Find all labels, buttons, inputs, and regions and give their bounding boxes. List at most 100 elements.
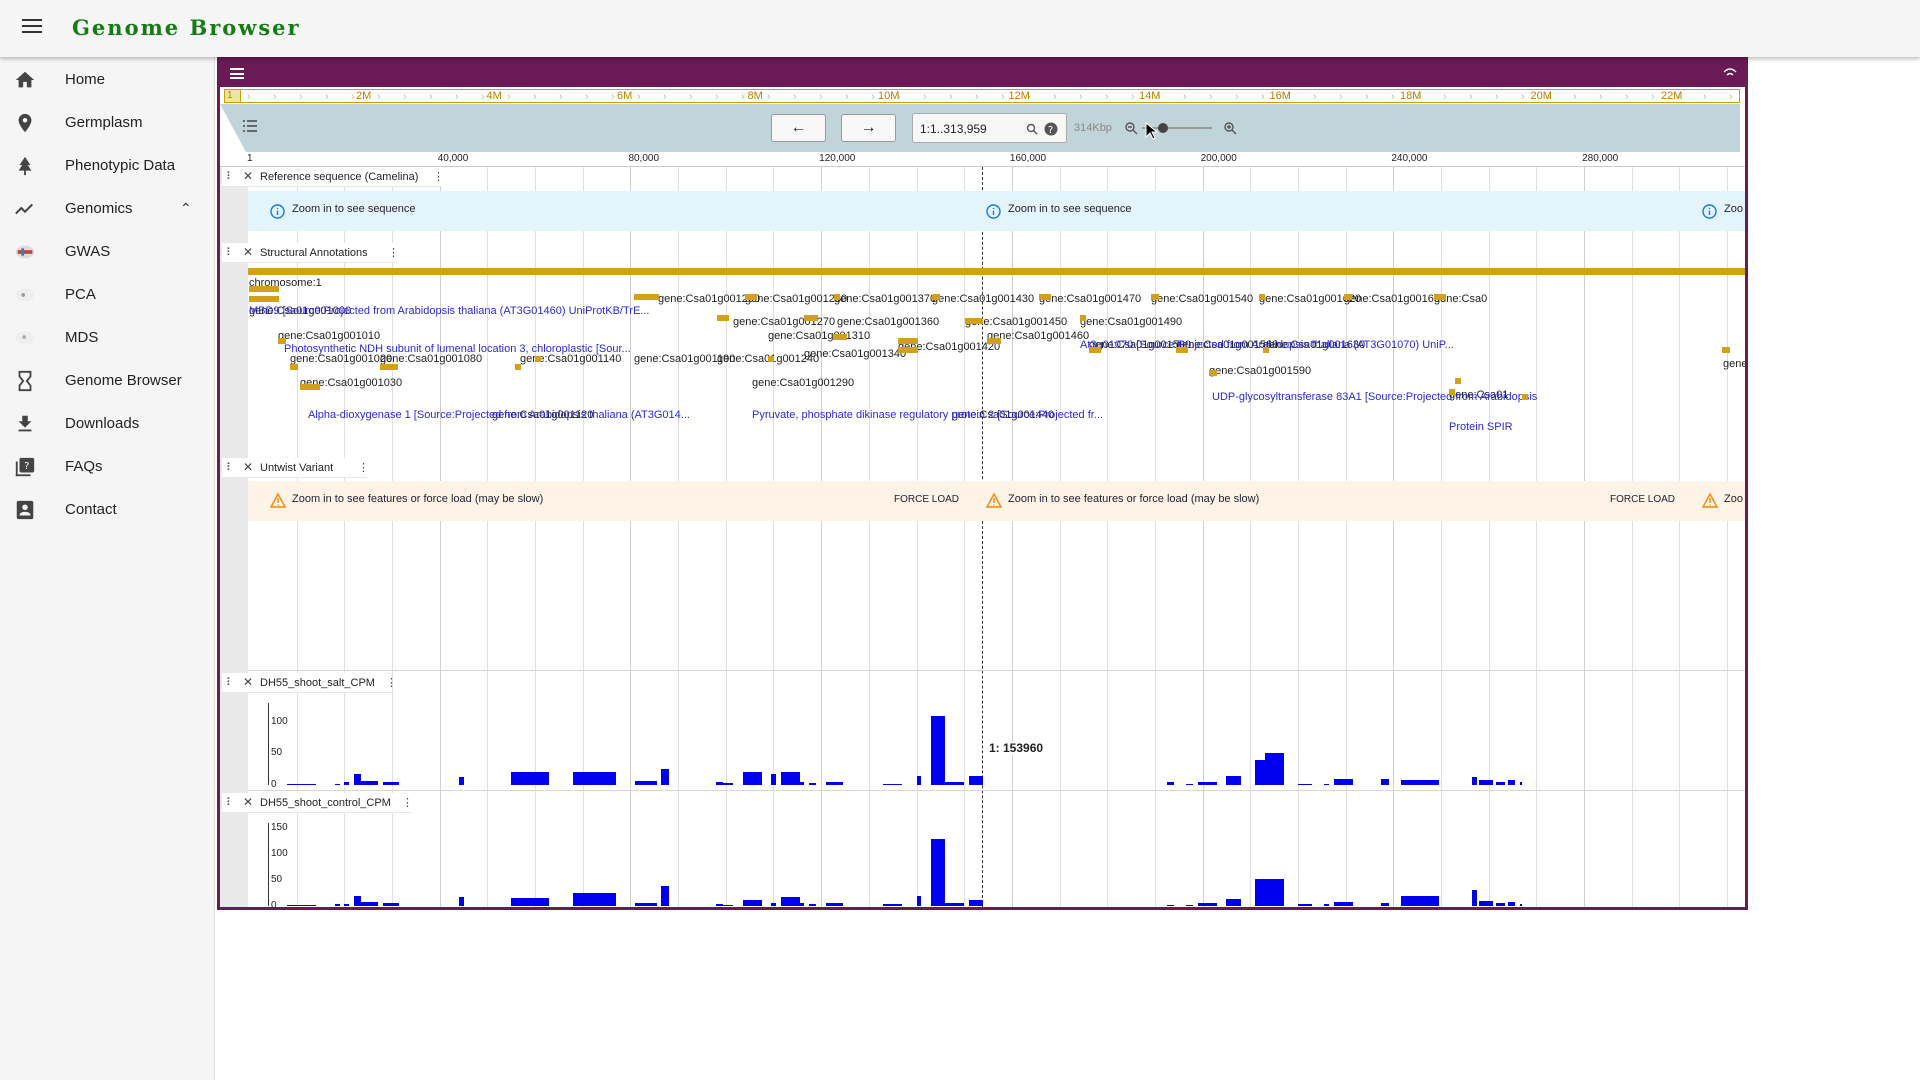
gene-label[interactable]: gene:Csa01g001140	[520, 353, 622, 365]
force-load-button[interactable]: FORCE LOAD	[894, 494, 960, 505]
gene-glyph[interactable]	[1455, 378, 1461, 384]
gene-label[interactable]: gene:Csa01g001290	[752, 377, 855, 389]
track-menu-icon[interactable]: ⋮	[386, 677, 397, 689]
close-track-icon[interactable]: ✕	[243, 795, 254, 809]
gene-glyph[interactable]	[278, 338, 286, 344]
gene-glyph[interactable]	[987, 338, 1001, 344]
gene-label[interactable]: gene:Csa01g001010	[278, 330, 381, 342]
zoom-slider-thumb[interactable]	[1158, 123, 1168, 133]
gene-label[interactable]: gene:Csa01g001360	[837, 316, 940, 328]
gene-label[interactable]: gene:Csa01g001470	[1039, 293, 1142, 305]
gene-label[interactable]: gene:Csa01g001340	[804, 348, 907, 360]
view-menu-icon[interactable]	[230, 68, 244, 79]
gene-glyph[interactable]	[380, 364, 398, 370]
gene-glyph[interactable]	[1722, 347, 1730, 353]
gene-glyph[interactable]	[515, 364, 521, 370]
search-icon[interactable]	[1026, 123, 1038, 135]
drag-handle-icon[interactable]	[1722, 66, 1738, 82]
gene-label[interactable]: gene:Csa01g001440	[952, 409, 1055, 421]
gene-glyph[interactable]	[1176, 347, 1188, 353]
scroll-back-button[interactable]: ←	[771, 114, 826, 142]
track-menu-icon[interactable]: ⋮	[433, 171, 444, 183]
zoom-slider[interactable]	[1142, 123, 1212, 133]
track-menu-icon[interactable]: ⋮	[358, 462, 369, 474]
gene-label[interactable]: gene:Csa01g001430	[932, 293, 1035, 305]
sidebar-item-home[interactable]: Home	[0, 58, 215, 101]
sidebar-item-faqs[interactable]: ? FAQs	[0, 445, 215, 488]
gene-label[interactable]: gene:Csa01g001460	[987, 330, 1090, 342]
chromosome-feature[interactable]	[248, 268, 1745, 275]
gene-glyph[interactable]	[834, 294, 840, 300]
gene-glyph[interactable]	[1080, 315, 1086, 321]
drag-handle-icon[interactable]: ⠇	[226, 247, 235, 259]
gene-glyph[interactable]	[717, 315, 729, 321]
gene-label[interactable]: gene:Csa01g001120	[492, 409, 594, 421]
gene-glyph[interactable]	[1259, 294, 1265, 300]
gene-label[interactable]: gene:Csa01g001540	[1151, 293, 1254, 305]
sidebar-item-pca[interactable]: PCA	[0, 273, 215, 316]
sidebar-item-gwas[interactable]: GWAS	[0, 230, 215, 273]
sidebar-item-genomics[interactable]: Genomics ⌃	[0, 187, 215, 230]
drag-handle-icon[interactable]: ⠇	[226, 677, 235, 689]
gene-description[interactable]: Alpha-dioxygenase 1 [Source:Projected fr…	[308, 409, 690, 421]
location-search-input[interactable]: 1:1..313,959 ?	[912, 113, 1067, 143]
gene-glyph[interactable]	[932, 294, 940, 300]
gene-glyph[interactable]	[745, 294, 757, 300]
gene-label[interactable]: gene:Csa01g001030	[300, 377, 403, 389]
gene-label[interactable]: gene:Csa01	[1449, 389, 1509, 401]
gene-label[interactable]: gene:Csa01g001560	[1176, 339, 1279, 351]
gene-glyph[interactable]	[804, 315, 818, 321]
gene-label[interactable]: gene:Csa01g001020	[290, 353, 393, 365]
gene-glyph[interactable]	[1263, 347, 1269, 353]
gene-description[interactable]: Photosynthetic NDH subunit of lumenal lo…	[284, 343, 631, 355]
gene-glyph[interactable]	[1434, 294, 1446, 300]
gene-glyph[interactable]	[768, 356, 774, 362]
gene-glyph[interactable]	[1522, 394, 1528, 400]
gene-glyph[interactable]	[249, 286, 279, 292]
gene-label[interactable]: gene:Csa0	[1434, 293, 1488, 305]
gene-glyph[interactable]	[290, 364, 298, 370]
gene-label[interactable]: gene:Csa01g001280	[745, 293, 848, 305]
gene-label[interactable]: gene:Csa01g001620	[1259, 293, 1362, 305]
gene-label[interactable]: gene:Csa01g001490	[1080, 316, 1183, 328]
drag-handle-icon[interactable]: ⠇	[226, 797, 235, 809]
gene-glyph[interactable]	[249, 296, 279, 302]
sidebar-item-mds[interactable]: MDS	[0, 316, 215, 359]
help-icon[interactable]: ?	[1044, 122, 1058, 136]
zoom-in-icon[interactable]	[1223, 121, 1237, 135]
gene-label[interactable]: gene:Csa01g001690	[1344, 293, 1447, 305]
gene-glyph[interactable]	[1209, 370, 1217, 376]
gene-glyph[interactable]	[300, 384, 320, 390]
gene-label[interactable]: gene:Csa01g001630	[1263, 339, 1366, 351]
track-menu-icon[interactable]: ⋮	[388, 247, 399, 259]
close-track-icon[interactable]: ✕	[243, 675, 254, 689]
gene-label[interactable]: gene:Csa01g001590	[1209, 365, 1312, 377]
gene-label[interactable]: gene	[1723, 358, 1748, 370]
menu-icon[interactable]	[22, 19, 42, 35]
gene-label[interactable]: gene:Csa01g001270	[733, 316, 836, 328]
gene-glyph[interactable]	[965, 318, 983, 324]
track-menu-icon[interactable]: ⋮	[402, 797, 413, 809]
close-track-icon[interactable]: ✕	[243, 460, 254, 474]
sidebar-item-genome-browser[interactable]: Genome Browser	[0, 359, 215, 402]
gene-label[interactable]: gene:Csa01g001190	[634, 353, 736, 365]
gene-glyph[interactable]	[535, 356, 541, 362]
close-track-icon[interactable]: ✕	[243, 169, 254, 183]
gene-label[interactable]: gene:Csa01g001450	[965, 316, 1068, 328]
gene-label[interactable]: gene:Csa01g001420	[898, 341, 1001, 353]
gene-glyph[interactable]	[898, 338, 918, 344]
scroll-forward-button[interactable]: →	[841, 114, 896, 142]
gene-label[interactable]: gene:Csa01g001500	[1089, 339, 1192, 351]
gene-glyph[interactable]	[1039, 294, 1051, 300]
sidebar-item-germplasm[interactable]: Germplasm	[0, 101, 215, 144]
gene-label[interactable]: gene:Csa01g001200	[658, 293, 761, 305]
gene-description[interactable]: UDP-glycosyltransferase 83A1 [Source:Pro…	[1212, 391, 1538, 403]
overview-chromosome-bar[interactable]: 1 ››››››››››››››››››››››››››››››››››››››…	[224, 89, 1740, 103]
gene-glyph[interactable]	[833, 334, 847, 340]
gene-description[interactable]: At3g01070 [Source:Projected from Arabido…	[1080, 339, 1454, 351]
force-load-button[interactable]: FORCE LOAD	[1610, 494, 1676, 505]
close-track-icon[interactable]: ✕	[243, 245, 254, 259]
gene-glyph[interactable]	[1344, 294, 1352, 300]
gene-glyph[interactable]	[898, 347, 918, 353]
sidebar-item-downloads[interactable]: Downloads	[0, 402, 215, 445]
